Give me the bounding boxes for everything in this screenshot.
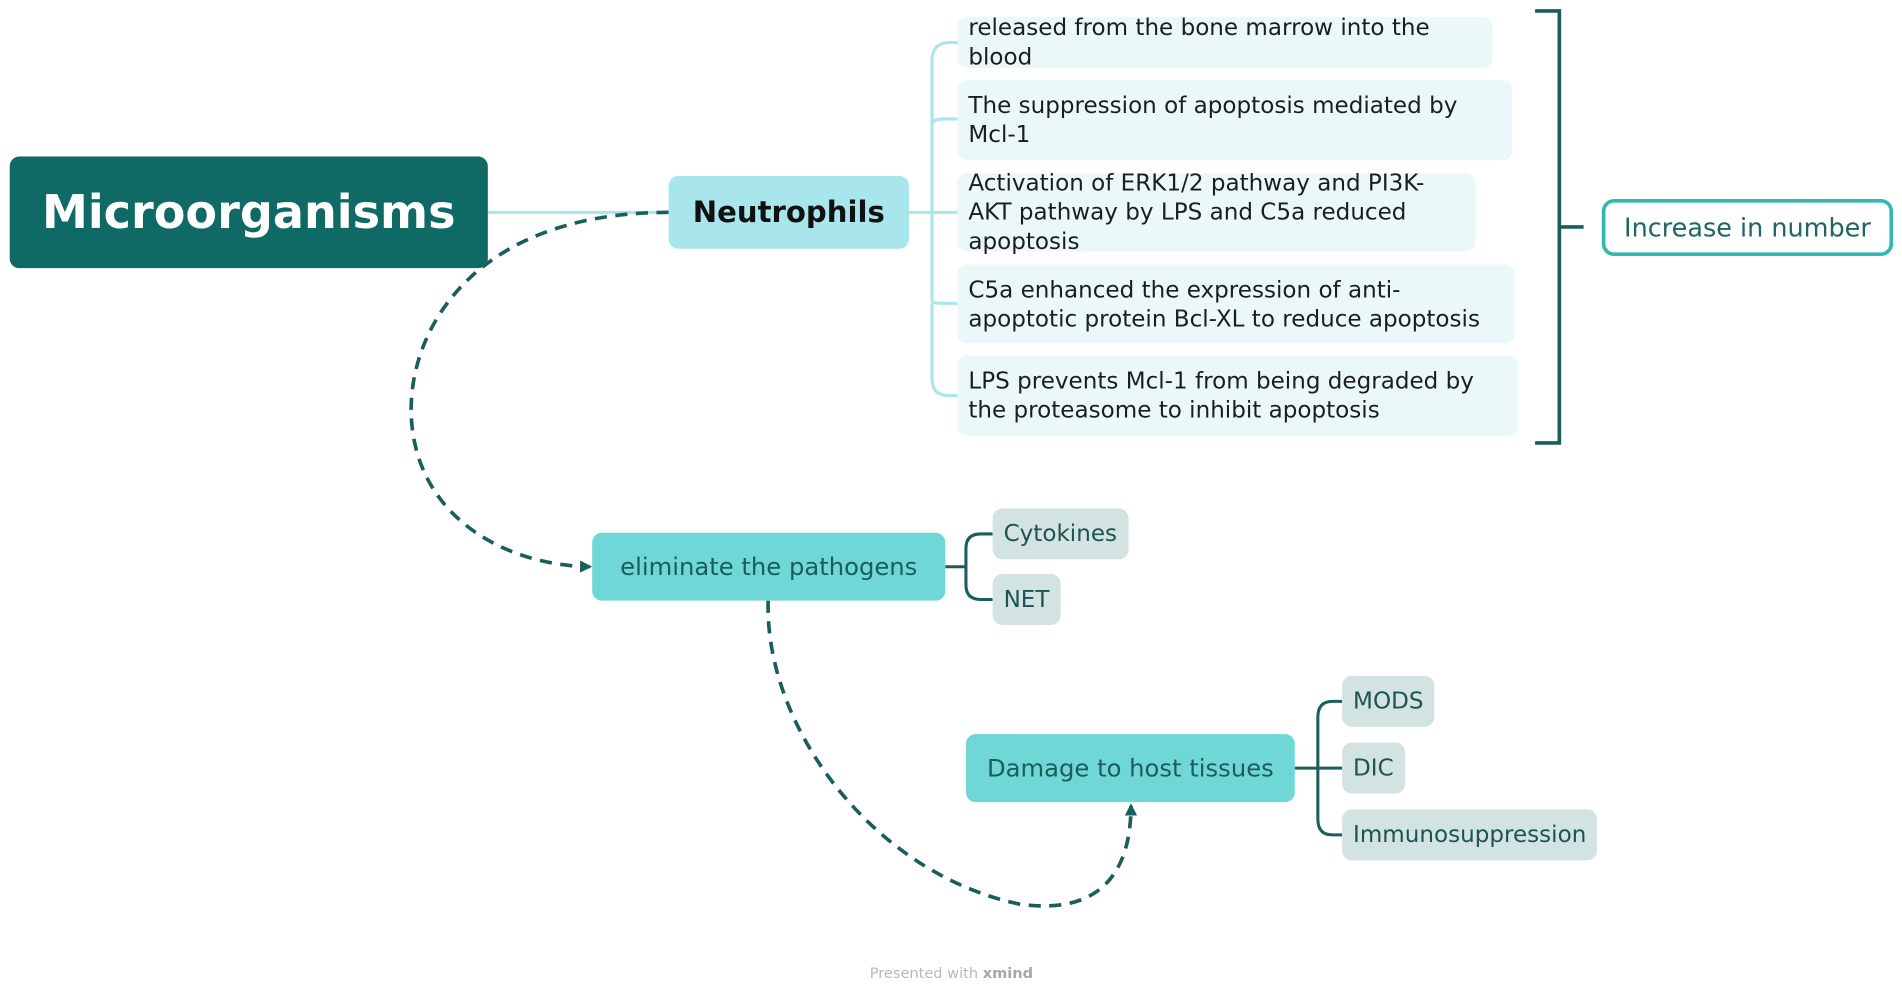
chip-cytokines: Cytokines bbox=[992, 508, 1128, 560]
mechanism-text: C5a enhanced the expression of anti-apop… bbox=[968, 276, 1480, 332]
node-eliminate-pathogens: eliminate the pathogens bbox=[592, 532, 946, 601]
summary-increase-in-number: Increase in number bbox=[1601, 199, 1894, 257]
connector-damage-children bbox=[1294, 699, 1343, 837]
chip-label: MODS bbox=[1353, 688, 1424, 715]
mechanism-item-lps-proteasome: LPS prevents Mcl-1 from being degraded b… bbox=[957, 355, 1519, 436]
neutrophils-label: Neutrophils bbox=[692, 195, 885, 230]
chip-mods: MODS bbox=[1342, 675, 1435, 727]
chip-label: NET bbox=[1003, 586, 1050, 613]
chip-label: DIC bbox=[1353, 754, 1394, 782]
connector-neutrophils-mechanisms bbox=[908, 40, 958, 398]
summary-bracket bbox=[1535, 9, 1584, 445]
connector-eliminate-children bbox=[945, 532, 993, 601]
mechanism-text: The suppression of apoptosis mediated by… bbox=[968, 92, 1458, 149]
footer-prefix: Presented with bbox=[869, 964, 979, 982]
node-neutrophils: Neutrophils bbox=[668, 175, 909, 249]
mechanism-text: Activation of ERK1/2 pathway and PI3K-AK… bbox=[968, 169, 1425, 255]
root-label: Microorganisms bbox=[41, 185, 456, 240]
chip-label: Cytokines bbox=[1003, 520, 1118, 548]
dashed-arrow-to-damage bbox=[766, 600, 1138, 908]
footer-attribution: Presented with xmind bbox=[0, 965, 1902, 982]
mechanism-item-erk-pi3k: Activation of ERK1/2 pathway and PI3K-AK… bbox=[957, 170, 1476, 255]
damage-label: Damage to host tissues bbox=[986, 753, 1274, 783]
mechanism-text: released from the bone marrow into the b… bbox=[968, 14, 1430, 71]
mechanism-text: LPS prevents Mcl-1 from being degraded b… bbox=[968, 367, 1474, 424]
summary-label: Increase in number bbox=[1624, 212, 1871, 243]
dashed-arrow-to-eliminate bbox=[409, 210, 669, 573]
root-node-microorganisms: Microorganisms bbox=[9, 156, 488, 269]
footer-brand-logo: xmind bbox=[982, 964, 1034, 982]
chip-label: Immunosuppression bbox=[1353, 821, 1587, 849]
node-damage-host-tissues: Damage to host tissues bbox=[965, 734, 1295, 803]
eliminate-label: eliminate the pathogens bbox=[620, 552, 918, 582]
chip-immunosuppression: Immunosuppression bbox=[1342, 809, 1598, 861]
mechanism-item-mcl1-suppression: The suppression of apoptosis mediated by… bbox=[957, 80, 1513, 161]
chip-net: NET bbox=[992, 573, 1061, 625]
mechanism-item-release: released from the bone marrow into the b… bbox=[957, 15, 1493, 70]
chip-dic: DIC bbox=[1342, 742, 1405, 794]
mechanism-item-c5a-bclxl: C5a enhanced the expression of anti-apop… bbox=[957, 264, 1515, 344]
